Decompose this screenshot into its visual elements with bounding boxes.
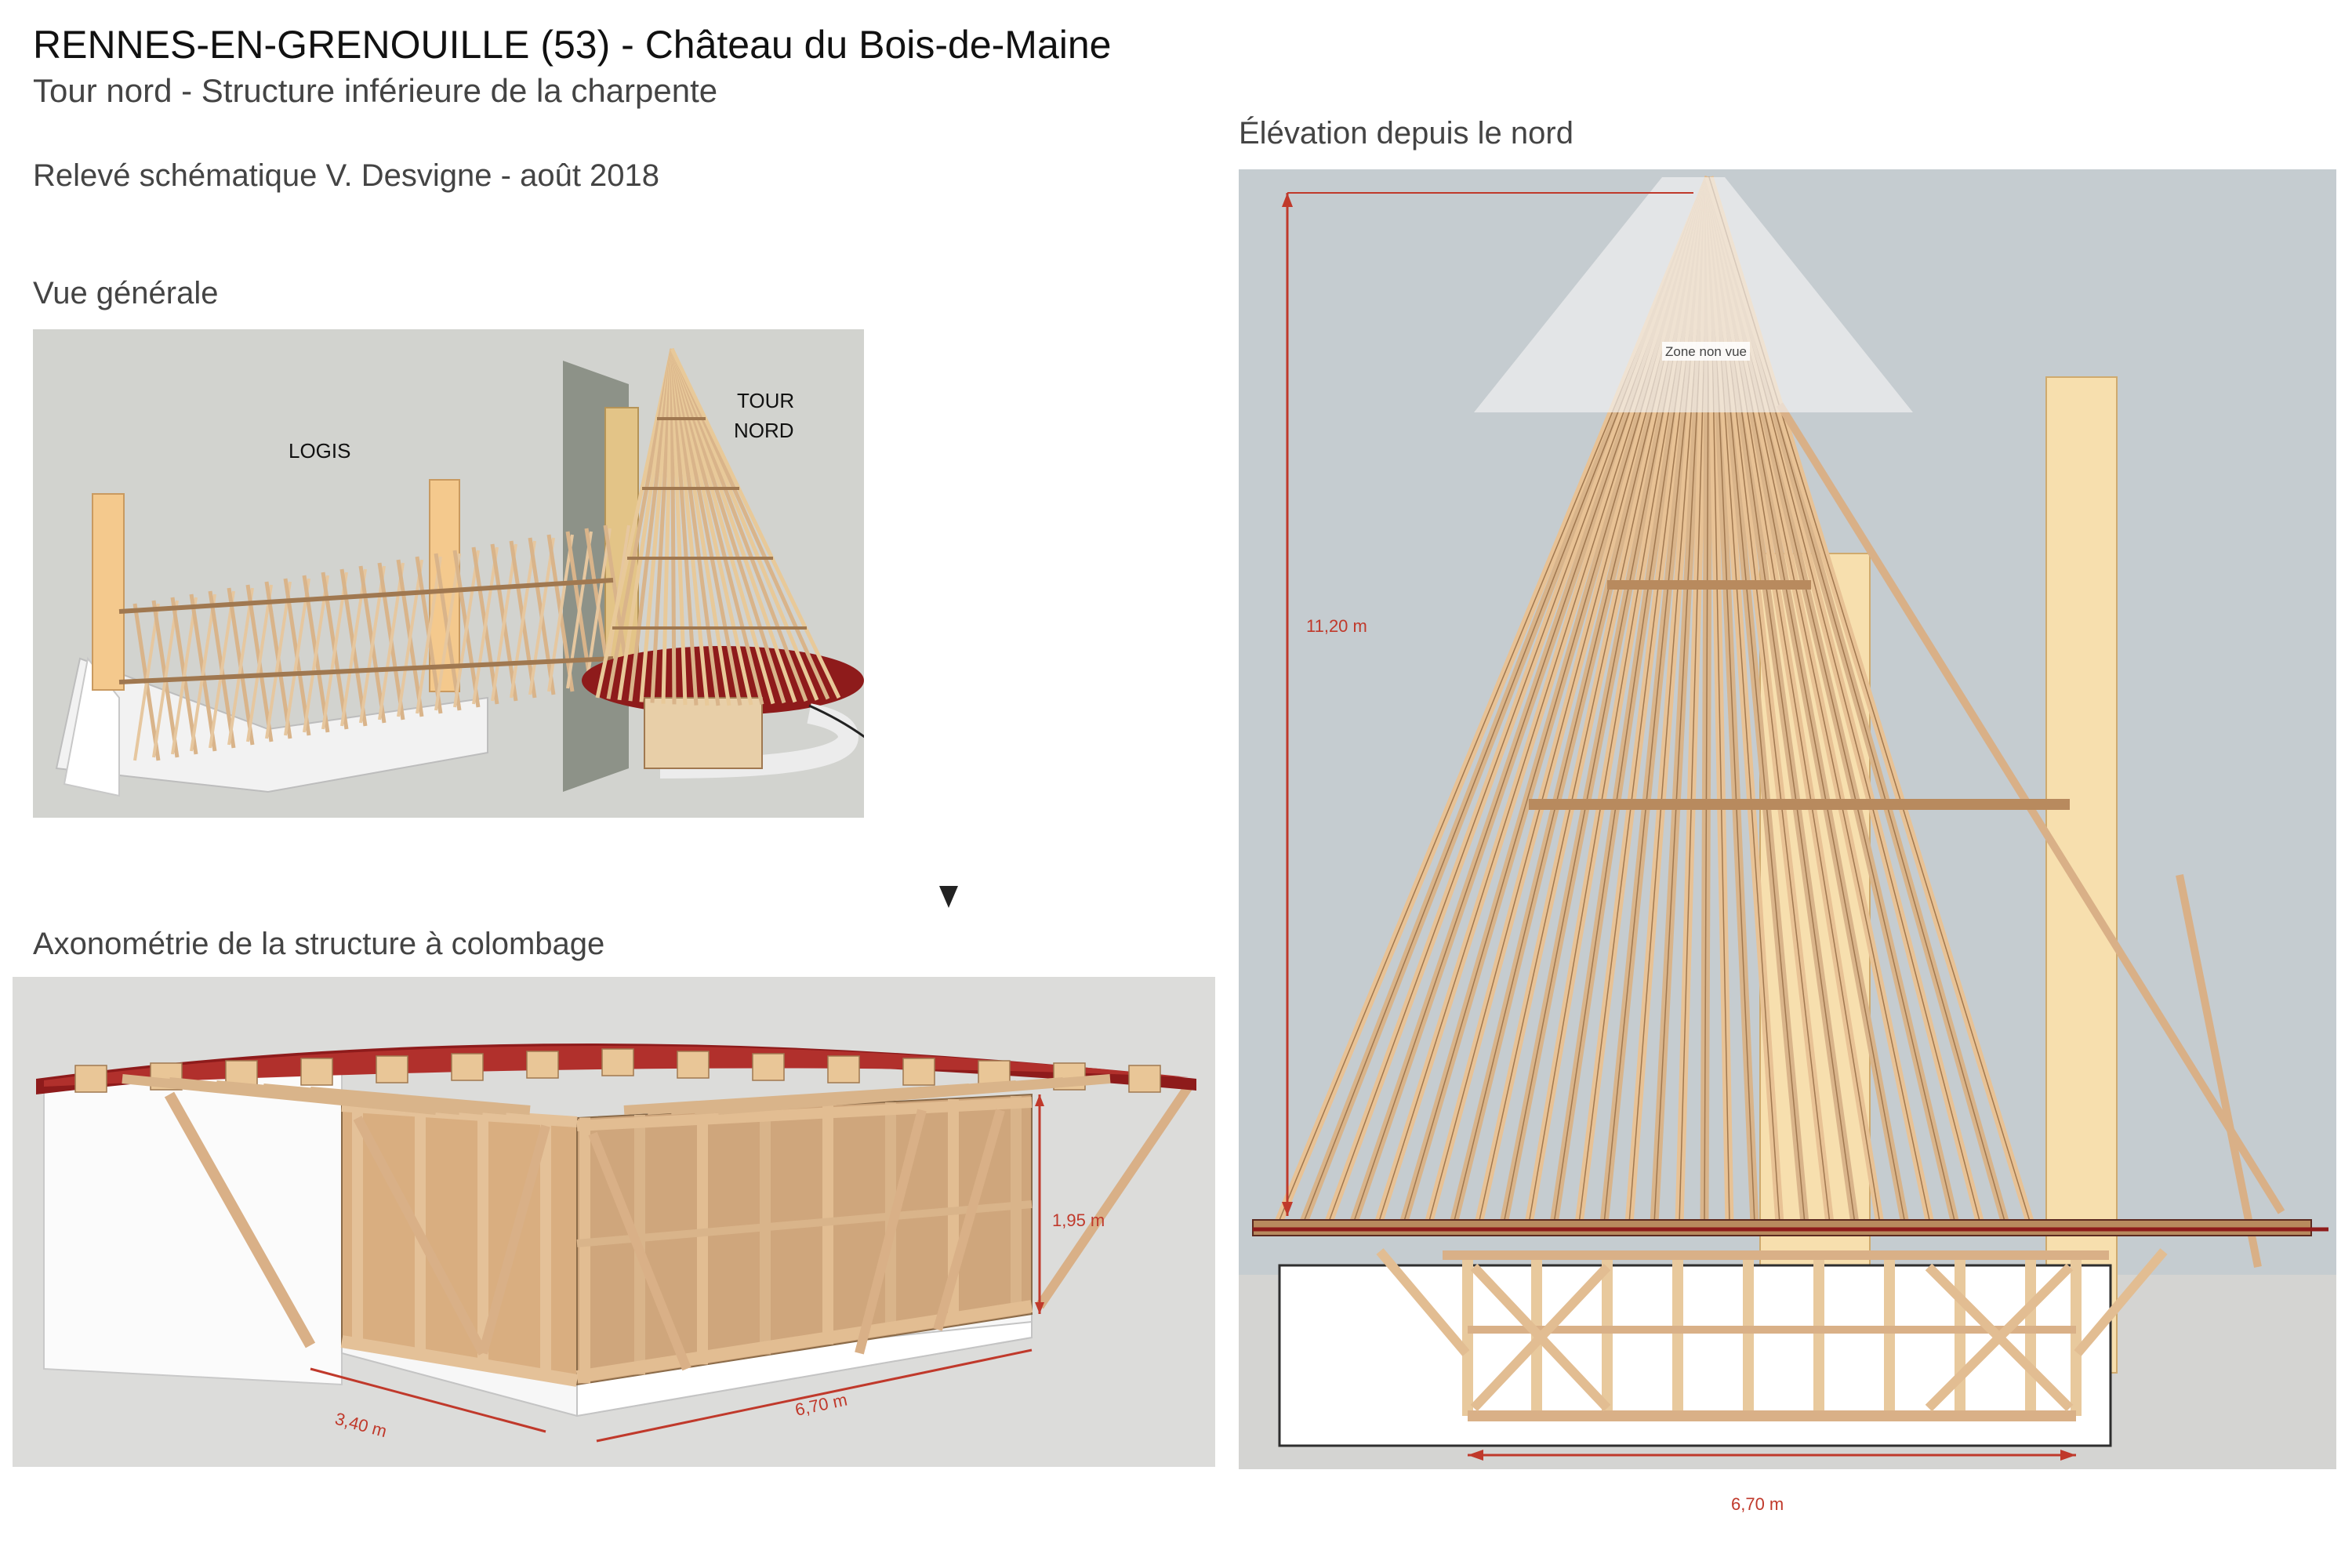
zone-non-vue — [1474, 177, 1913, 412]
tower-timber-frame — [644, 697, 763, 769]
vue-generale-panel: LOGIS TOUR NORD — [33, 329, 864, 818]
frame-sill — [575, 1300, 1033, 1383]
axonometrie-drawing: 1,95 m 3,40 m 6,70 m — [36, 1044, 1196, 1443]
logis-rafter — [510, 540, 536, 699]
dim-length-label: 6,70 m — [793, 1389, 849, 1419]
frame-side-sill — [340, 1335, 579, 1387]
floor-joist-end — [526, 1051, 559, 1079]
label-logis: LOGIS — [289, 439, 350, 463]
elevation-drawing: Zone non vue 11,20 m — [1239, 169, 2336, 1469]
pointer-arrow — [808, 704, 864, 739]
logis-rafter — [209, 590, 235, 749]
chimney-left — [92, 493, 125, 691]
dim-arrow-icon — [1035, 1302, 1044, 1314]
logis-rafter — [246, 584, 273, 742]
floor-joist-end — [300, 1058, 333, 1086]
dim-line-depth — [310, 1367, 546, 1433]
floor-joists — [74, 1048, 1161, 1115]
vue-generale-drawing: LOGIS TOUR NORD — [55, 347, 864, 797]
frame-brace — [1925, 1263, 2074, 1412]
logis-rafter — [528, 537, 555, 695]
dim-arrow-icon — [1282, 193, 1293, 207]
outer-strut — [164, 1091, 316, 1348]
page-title: RENNES-EN-GRENOUILLE (53) - Château du B… — [33, 23, 1112, 67]
dim-arrow-icon — [2060, 1450, 2076, 1461]
heading-vue-generale: Vue générale — [33, 276, 219, 310]
right-chimney — [2045, 376, 2118, 1374]
axonometrie-panel: 1,95 m 3,40 m 6,70 m — [13, 977, 1215, 1467]
logis-rafter — [491, 543, 517, 702]
floor-joist-end — [451, 1053, 484, 1081]
outer-strut — [1036, 1083, 1192, 1309]
logis-rafter — [227, 587, 254, 746]
logis-rafter — [453, 550, 480, 708]
floor-joist-end — [677, 1051, 710, 1079]
floor-beam — [310, 1087, 531, 1115]
label-tour-line2: NORD — [734, 419, 794, 442]
floor-joist-end — [376, 1055, 408, 1083]
dim-arrow-icon — [1035, 1094, 1044, 1106]
frame-brace — [588, 1131, 691, 1371]
tower-cone-rafters — [595, 347, 841, 706]
floor-joist-end — [752, 1053, 785, 1081]
logis-ridge-beam — [118, 578, 614, 614]
cone-rafter — [670, 347, 841, 699]
page-subtitle: Tour nord - Structure inférieure de la c… — [33, 72, 718, 109]
label-tour-line1: TOUR — [737, 389, 794, 412]
logis-rafter — [265, 581, 292, 739]
logis-rafter — [190, 593, 216, 752]
floor-beam — [623, 1087, 923, 1115]
outer-strut — [2074, 1248, 2168, 1356]
outer-brace — [2176, 874, 2262, 1268]
heading-elevation: Élévation depuis le nord — [1239, 116, 1573, 151]
logis-rafter — [547, 534, 574, 692]
logis-rafters — [118, 524, 631, 761]
zone-label-bg — [1662, 342, 1750, 361]
floor-joist-end — [827, 1055, 860, 1083]
dim-depth-label: 3,40 m — [333, 1409, 389, 1442]
logis-rafter — [171, 597, 198, 755]
logis-rafter — [303, 575, 329, 733]
logis-rafter — [378, 562, 405, 720]
frame-timbers — [164, 1083, 1192, 1387]
frame-brace — [933, 1109, 1005, 1331]
dim-arrow-icon — [1282, 1202, 1293, 1216]
logis-rafter — [359, 565, 386, 724]
pointer-arrowhead — [939, 886, 958, 908]
dim-width-label: 6,70 m — [1731, 1494, 1784, 1514]
floor-joist-end — [1128, 1065, 1161, 1093]
logis-rafter — [472, 546, 499, 705]
elevation-panel: Zone non vue 11,20 m — [1239, 169, 2336, 1469]
survey-credit: Relevé schématique V. Desvigne - août 20… — [33, 158, 660, 193]
frame-brace — [855, 1109, 927, 1355]
logis-rafter — [416, 556, 442, 714]
frame-mid-rail — [576, 1200, 1033, 1247]
arrowhead-icon — [939, 886, 958, 908]
dim-line-length — [596, 1348, 1033, 1443]
floor-joist-end — [74, 1065, 107, 1093]
outer-strut — [1376, 1248, 1470, 1356]
frame-front-face — [576, 1093, 1033, 1386]
frame-brace — [1470, 1263, 1611, 1412]
dim-height-label: 11,20 m — [1306, 616, 1367, 636]
logis-purlin — [118, 656, 614, 684]
lower-timber-frame — [1376, 1248, 2168, 1421]
logis-rafter — [284, 578, 310, 736]
dim-height-label: 1,95 m — [1052, 1210, 1105, 1230]
logis-rafter — [434, 553, 461, 711]
frame-side-brace — [353, 1116, 488, 1356]
heading-axonometrie: Axonométrie de la structure à colombage — [33, 927, 605, 961]
logis-rafter — [397, 559, 423, 717]
frame-top-rail — [576, 1097, 1033, 1131]
floor-joist-end — [902, 1058, 935, 1086]
adjacent-wall — [43, 1069, 343, 1386]
dim-arrow-icon — [1468, 1450, 1483, 1461]
frame-side-brace — [478, 1124, 550, 1355]
zone-non-vue-label: Zone non vue — [1665, 344, 1747, 359]
floor-joist-end — [601, 1048, 634, 1076]
